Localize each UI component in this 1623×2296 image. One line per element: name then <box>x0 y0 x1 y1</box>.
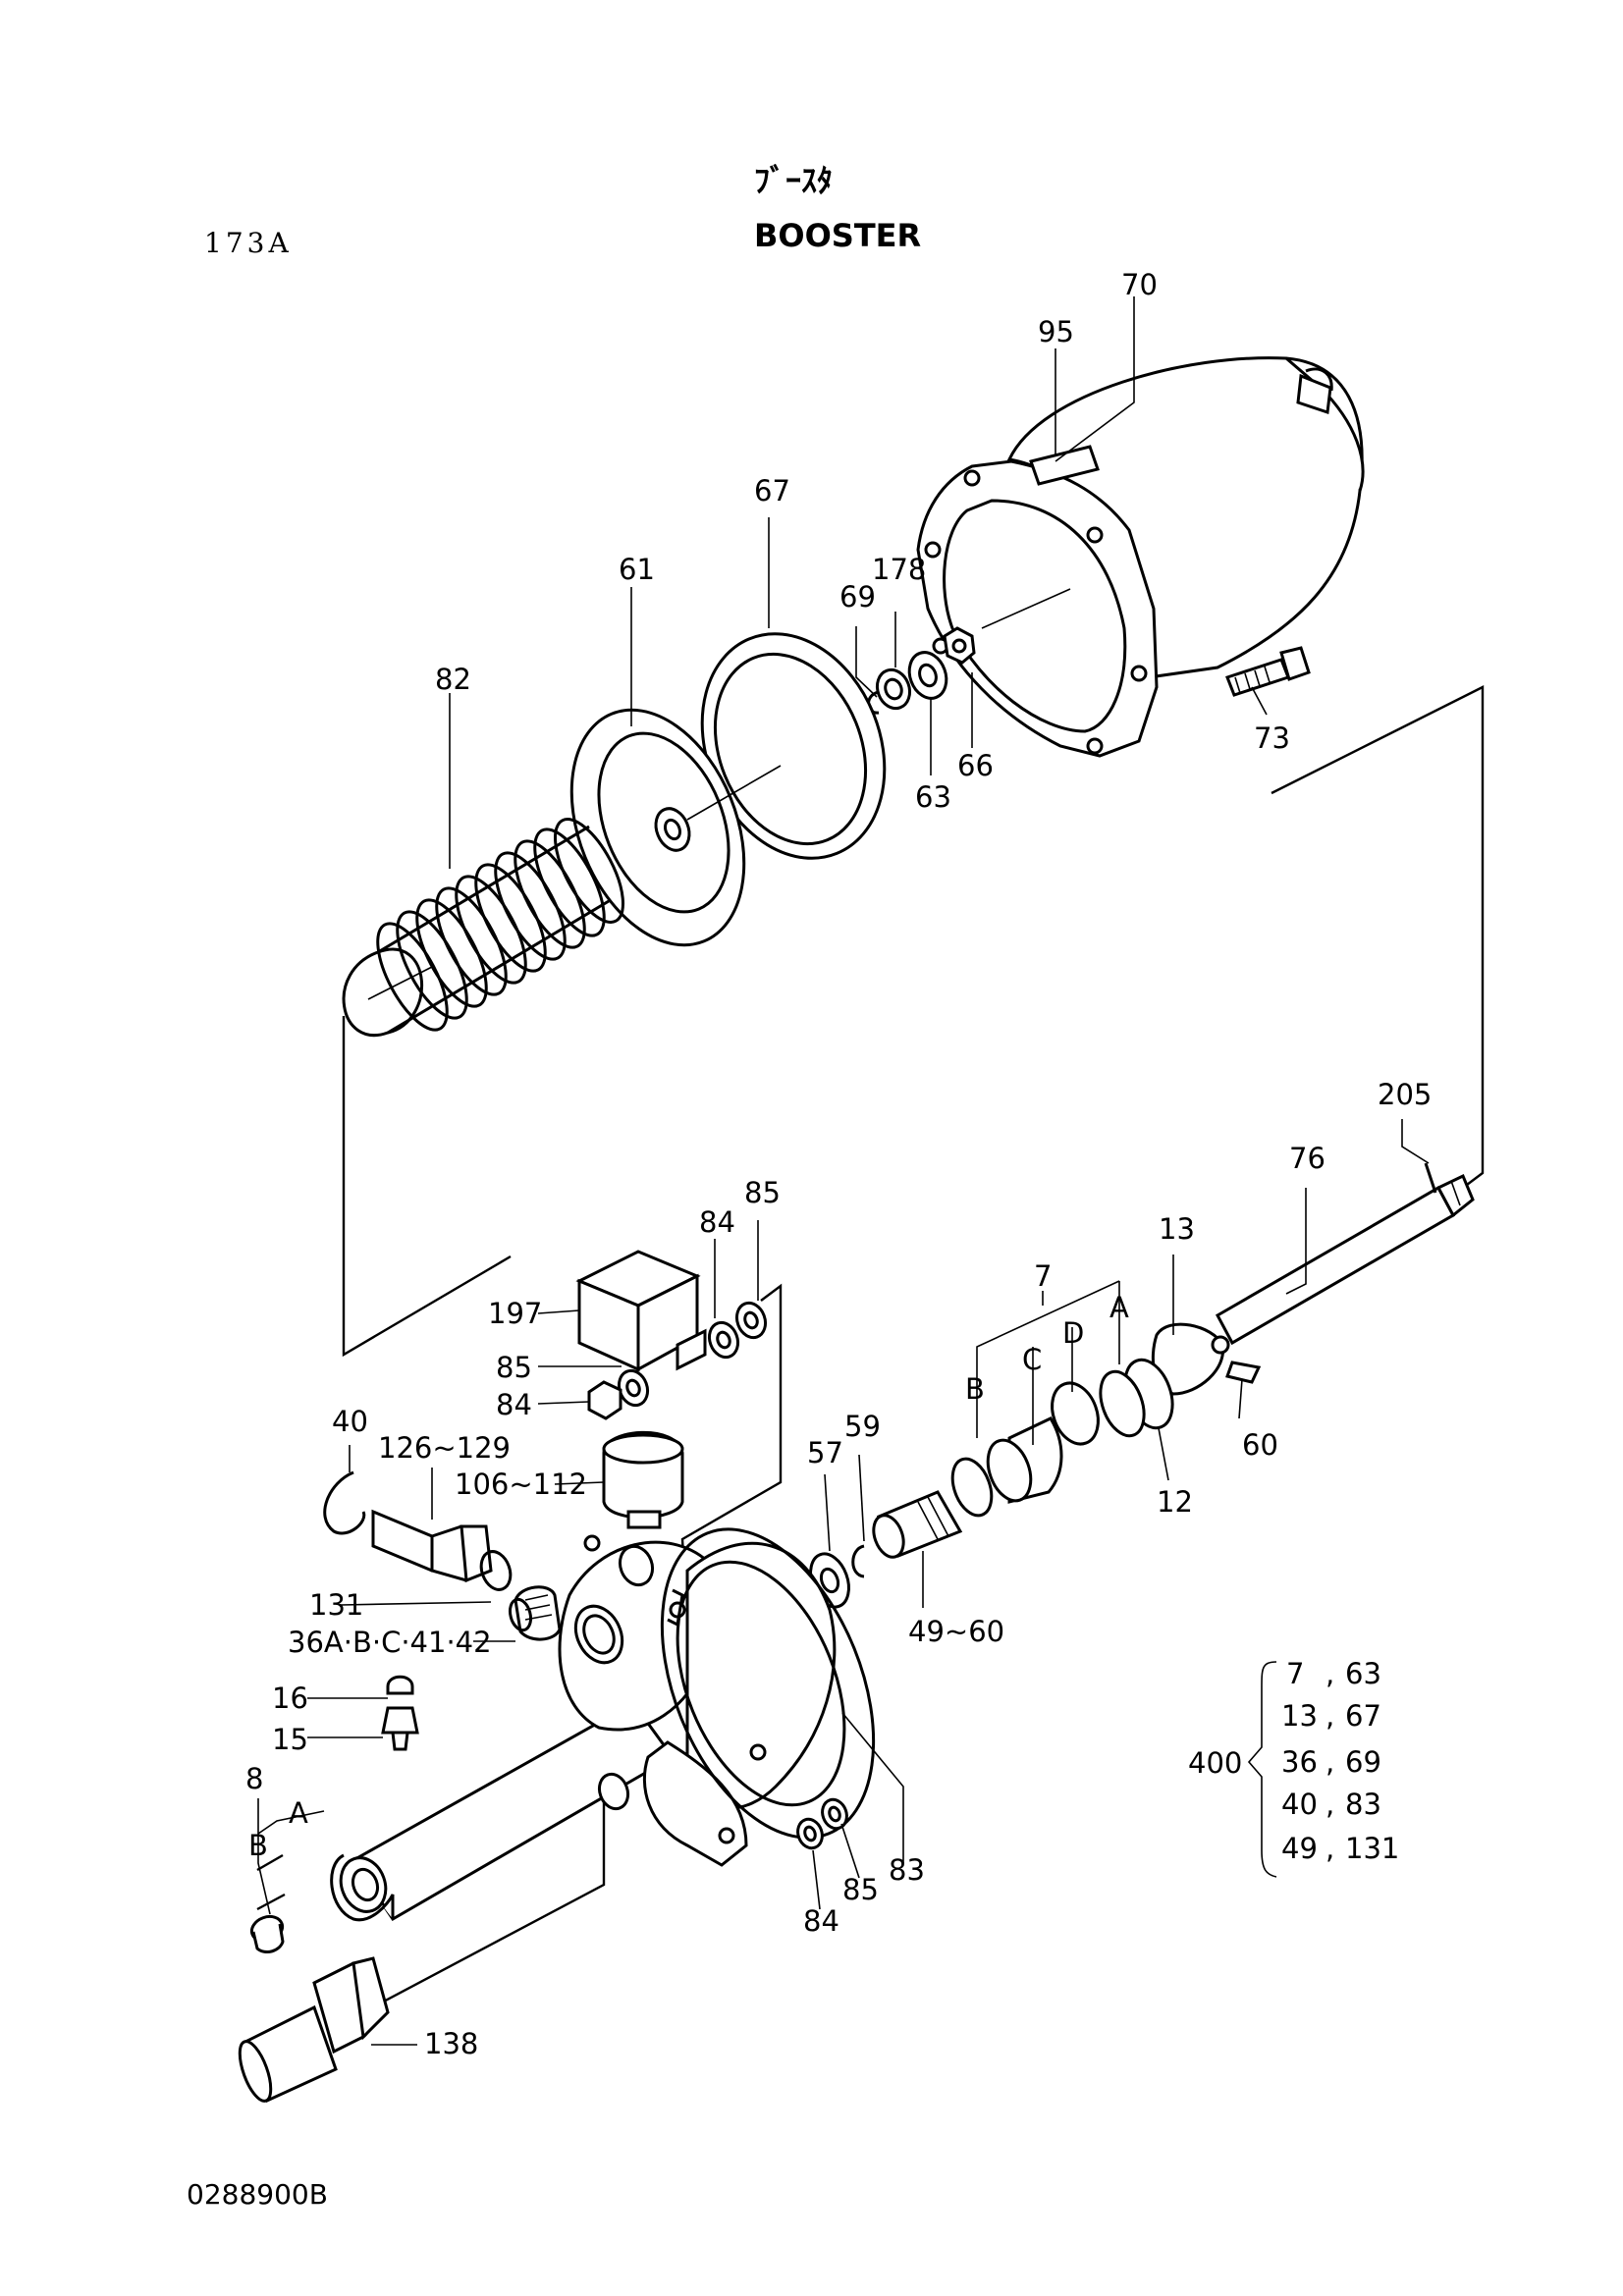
page-code: 173A <box>204 227 293 259</box>
label-8A: A <box>289 1796 308 1830</box>
part-63-washer <box>907 651 948 700</box>
label-60: 60 <box>1242 1428 1278 1462</box>
kit-row-2-sep: , <box>1325 1699 1334 1733</box>
kit-row-3-b: 69 <box>1345 1745 1381 1779</box>
label-57: 57 <box>807 1436 843 1469</box>
label-7: 7 <box>1034 1259 1052 1293</box>
part-178-ring <box>875 667 912 711</box>
part-84-nut-lower <box>587 1380 622 1420</box>
valve-body <box>330 1534 846 1922</box>
label-49-60: 49~60 <box>908 1615 1004 1648</box>
label-59: 59 <box>844 1410 881 1443</box>
kit-row-3-a: 36 <box>1281 1745 1318 1779</box>
label-69: 69 <box>839 580 876 614</box>
part-131-o-ring <box>479 1550 513 1591</box>
part-138-joint <box>238 1956 390 2104</box>
part-59-ring <box>851 1544 865 1578</box>
label-126-129: 126~129 <box>378 1431 511 1465</box>
label-61: 61 <box>619 553 655 586</box>
kit-number: 400 <box>1188 1746 1242 1780</box>
title-english: BOOSTER <box>754 217 921 254</box>
part-49-valve-stem <box>872 1490 963 1559</box>
part-197-bracket <box>575 1250 707 1372</box>
label-16: 16 <box>272 1682 308 1715</box>
part-85-washer-lower <box>617 1368 650 1408</box>
part-106-cap <box>602 1430 684 1529</box>
label-82: 82 <box>435 663 471 696</box>
label-85-upper: 85 <box>744 1176 781 1209</box>
label-7A: A <box>1109 1291 1129 1324</box>
kit-row-4-b: 83 <box>1345 1788 1381 1821</box>
part-67-seal-ring <box>700 632 887 860</box>
label-85-lower: 85 <box>842 1873 879 1906</box>
part-36-spring-set <box>508 1585 562 1641</box>
kit-row-3-sep: , <box>1325 1745 1334 1779</box>
label-76: 76 <box>1289 1142 1325 1175</box>
label-7D: D <box>1062 1316 1084 1350</box>
kit-row-2-a: 13 <box>1281 1699 1318 1733</box>
label-7C: C <box>1022 1343 1042 1376</box>
part-66-nut <box>943 626 976 665</box>
label-70: 70 <box>1121 268 1158 301</box>
label-12: 12 <box>1157 1485 1193 1519</box>
label-131: 131 <box>309 1588 363 1622</box>
label-138: 138 <box>424 2027 478 2060</box>
kit-row-5-sep: , <box>1325 1832 1334 1865</box>
label-106-112: 106~112 <box>455 1468 587 1501</box>
kit-row-4-a: 40 <box>1281 1788 1318 1821</box>
part-60-clip <box>1225 1361 1262 1384</box>
part-205-pin <box>1424 1162 1437 1194</box>
part-16-cap <box>386 1675 414 1695</box>
label-83: 83 <box>889 1853 925 1887</box>
label-197: 197 <box>488 1297 542 1330</box>
label-63: 63 <box>915 780 951 814</box>
label-84-upper: 84 <box>699 1205 735 1239</box>
kit-row-5-b: 131 <box>1345 1832 1399 1865</box>
label-84-lower: 84 <box>803 1904 839 1938</box>
kit-row-1-b: 63 <box>1345 1657 1381 1690</box>
part-82-spring <box>342 818 625 1037</box>
part-83-seal <box>660 1527 876 1840</box>
leader-lines <box>257 296 1430 2046</box>
part-8b-plug <box>249 1914 285 1953</box>
kit-row-5-a: 49 <box>1281 1832 1318 1865</box>
part-7-valve-set <box>950 1369 1146 1518</box>
kit-row-4-sep: , <box>1325 1788 1334 1821</box>
part-85-washer-upper <box>734 1301 768 1340</box>
label-36: 36A·B·C·41·42 <box>288 1626 492 1659</box>
label-205: 205 <box>1378 1078 1432 1111</box>
label-13: 13 <box>1159 1212 1195 1246</box>
part-70-booster-housing <box>916 356 1365 758</box>
label-95: 95 <box>1038 315 1074 348</box>
label-15: 15 <box>272 1723 308 1756</box>
label-85-mid: 85 <box>496 1351 532 1384</box>
label-66: 66 <box>957 749 994 782</box>
label-73: 73 <box>1254 721 1290 755</box>
label-8: 8 <box>245 1762 263 1795</box>
kit-row-1-sep: , <box>1325 1657 1334 1690</box>
label-8B: B <box>248 1829 268 1862</box>
label-84-mid: 84 <box>496 1388 532 1421</box>
title-japanese: ﾌﾞｰｽﾀ <box>754 162 833 199</box>
callout-labels: 70 95 67 61 82 178 69 63 66 73 205 76 13… <box>245 268 1432 2060</box>
part-84-nut-upper <box>707 1320 740 1360</box>
part-73-bolt <box>1225 646 1311 697</box>
part-76-push-rod <box>1215 1173 1475 1346</box>
label-40: 40 <box>332 1405 368 1438</box>
part-84-nut-bottom <box>796 1817 824 1850</box>
drawing-number: 0288900B <box>187 2178 328 2211</box>
kit-row-2-b: 67 <box>1345 1699 1381 1733</box>
label-67: 67 <box>754 474 790 507</box>
part-126-plunger <box>371 1509 493 1583</box>
part-85-washer-bottom <box>821 1797 848 1831</box>
kit-row-1-a: 7 <box>1286 1657 1304 1690</box>
kit-table: 400 7 , 63 13 , 67 36 , 69 40 , 83 49 , … <box>1188 1657 1399 1878</box>
label-178: 178 <box>872 553 926 586</box>
part-40-snap-ring <box>323 1470 366 1535</box>
part-61-piston <box>569 708 782 947</box>
label-7B: B <box>965 1372 985 1406</box>
part-15-grease-nipple <box>381 1706 419 1751</box>
